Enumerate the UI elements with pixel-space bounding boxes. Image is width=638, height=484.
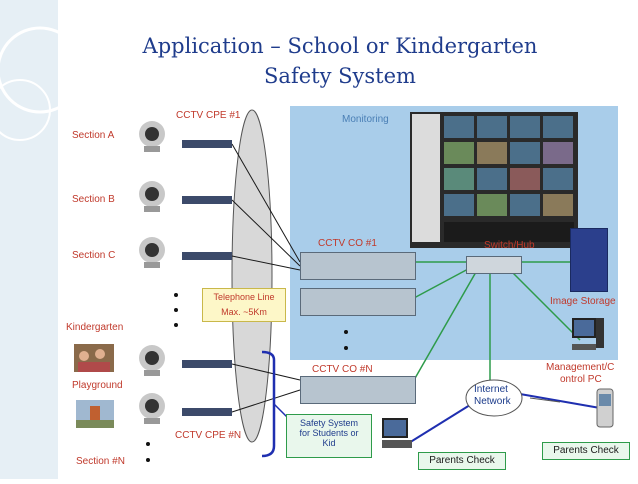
camera-icon-kindergarten (139, 345, 165, 376)
kindergarten-photo (74, 344, 114, 372)
section-n-label: Section #N (76, 456, 125, 467)
page-title-line1: Application – School or Kindergarten (142, 34, 538, 58)
cctv-co-n-rack (300, 376, 416, 404)
cpe-device-a (182, 140, 232, 148)
cctv-co-1-rack (300, 252, 416, 280)
dot (174, 323, 178, 327)
page-title-line2: Safety System (264, 64, 416, 88)
parents-pc-icon (382, 418, 412, 448)
camera-icon-c (139, 237, 165, 268)
cctv-co-n-label: CCTV CO #N (312, 364, 373, 375)
camera-icon-playground (139, 393, 165, 424)
safety-line1: Safety System (299, 418, 359, 428)
telephone-line-box: Telephone Line Max. ~5Km (202, 288, 286, 322)
monitoring-screen (410, 112, 578, 248)
parents-check-label-1: Parents Check (429, 455, 495, 466)
dot (174, 308, 178, 312)
section-b-label: Section B (72, 194, 115, 205)
dot (146, 442, 150, 446)
safety-system-box: Safety System for Students or Kid (286, 414, 372, 458)
switch-hub-device (466, 256, 522, 274)
camera-icon-b (139, 181, 165, 212)
management-pc-label-line2: ontrol PC (560, 374, 602, 385)
safety-line3: Kid (322, 438, 336, 448)
dot (174, 293, 178, 297)
switch-hub-label: Switch/Hub (484, 240, 535, 251)
cctv-cpe-n-label: CCTV CPE #N (175, 430, 242, 441)
max-distance-label: Max. ~5Km (221, 307, 267, 317)
dot (344, 330, 348, 334)
dot (344, 346, 348, 350)
cpe-device-kindergarten (182, 360, 232, 368)
cpe-device-c (182, 252, 232, 260)
cpe-device-b (182, 196, 232, 204)
parents-check-box-1: Parents Check (418, 452, 506, 470)
section-c-label: Section C (72, 250, 116, 261)
parents-check-box-2: Parents Check (542, 442, 630, 460)
cctv-cpe-1-label: CCTV CPE #1 (176, 110, 241, 121)
dot (146, 458, 150, 462)
section-a-label: Section A (72, 130, 115, 141)
parents-check-label-2: Parents Check (553, 445, 619, 456)
cctv-co-2-rack (300, 288, 416, 316)
cpe-device-playground (182, 408, 232, 416)
safety-line2: for Students or (299, 428, 359, 438)
telephone-line-label: Telephone Line (213, 292, 275, 302)
internet-label-line2: Network (474, 396, 511, 407)
kindergarten-label: Kindergarten (66, 322, 124, 333)
internet-label-line1: Internet (474, 384, 508, 395)
left-decor-band (0, 0, 84, 479)
image-storage-server (570, 228, 608, 292)
cctv-co-1-label: CCTV CO #1 (318, 238, 377, 249)
mobile-phone-icon (596, 388, 614, 428)
camera-icon-a (139, 121, 165, 152)
monitoring-label: Monitoring (342, 114, 389, 125)
playground-photo (76, 400, 114, 428)
management-pc-icon (572, 318, 604, 350)
playground-label: Playground (72, 380, 123, 391)
image-storage-label: Image Storage (550, 296, 616, 307)
management-pc-label-line1: Management/C (546, 362, 615, 373)
